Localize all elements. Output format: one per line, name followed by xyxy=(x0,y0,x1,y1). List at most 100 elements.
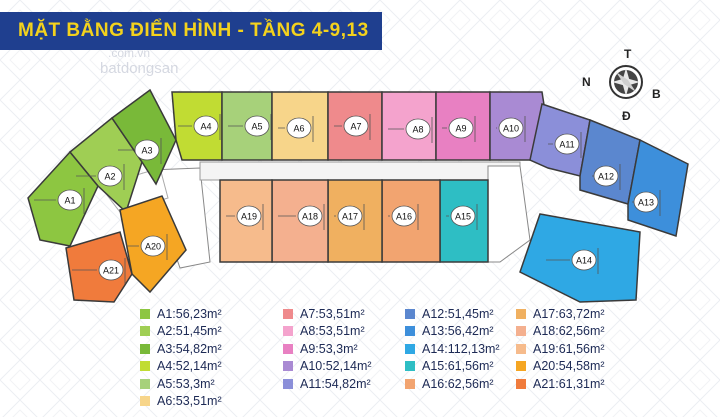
legend-label: A8:53,51m² xyxy=(300,324,365,339)
legend-item-a7: A7:53,51m² xyxy=(283,306,365,322)
unit-a13[interactable]: A13 xyxy=(627,138,689,237)
unit-label: A8 xyxy=(412,125,423,135)
legend-swatch xyxy=(140,326,150,337)
unit-walls xyxy=(34,188,85,214)
unit-label-badge xyxy=(450,205,476,227)
unit-label-badge xyxy=(244,115,270,137)
unit-label: A5 xyxy=(251,122,262,132)
unit-label-badge xyxy=(571,249,597,271)
legend-item-a1: A1:56,23m² xyxy=(140,306,222,322)
legend-label: A11:54,82m² xyxy=(300,376,371,391)
legend-label: A21:61,31m² xyxy=(533,376,605,391)
legend-swatch xyxy=(405,361,415,372)
legend-item-a3: A3:54,82m² xyxy=(140,341,222,357)
unit-label: A12 xyxy=(598,172,614,182)
title-banner: MẶT BẰNG ĐIỂN HÌNH - TẦNG 4-9,13 xyxy=(0,12,382,50)
legend-label: A20:54,58m² xyxy=(533,359,605,374)
legend-swatch xyxy=(283,378,293,389)
unit-a5[interactable]: A5 xyxy=(221,91,273,161)
legend-label: A15:61,56m² xyxy=(422,359,494,374)
legend-item-a2: A2:51,45m² xyxy=(140,323,222,339)
unit-label-badge xyxy=(554,133,580,155)
unit-a18[interactable]: A18 xyxy=(271,179,329,263)
unit-walls xyxy=(446,204,478,230)
legend-item-a6: A6:53,51m² xyxy=(140,393,222,409)
unit-a3[interactable]: A3 xyxy=(110,88,177,186)
unit-label-badge xyxy=(633,191,659,213)
legend-item-a15: A15:61,56m² xyxy=(405,358,494,374)
unit-label: A18 xyxy=(302,212,318,222)
unit-a11[interactable]: A11 xyxy=(529,103,591,177)
unit-label-badge xyxy=(391,205,417,227)
legend-label: A14:112,13m² xyxy=(422,341,500,356)
unit-walls xyxy=(496,116,526,142)
unit-walls xyxy=(334,114,371,140)
legend-swatch xyxy=(140,309,150,319)
legend-label: A1:56,23m² xyxy=(157,307,222,321)
unit-label-badge xyxy=(343,115,369,137)
unit-a8[interactable]: A8 xyxy=(381,91,437,161)
unit-a19[interactable]: A19 xyxy=(219,179,273,263)
legend-swatch xyxy=(516,326,526,337)
legend-item-a13: A13:56,42m² xyxy=(405,323,494,339)
unit-label: A13 xyxy=(638,198,654,208)
unit-label: A6 xyxy=(293,124,304,134)
unit-label: A2 xyxy=(104,172,115,182)
legend-label: A18:62,56m² xyxy=(533,324,605,339)
unit-label: A3 xyxy=(141,146,152,156)
unit-shape xyxy=(579,118,641,205)
unit-a7[interactable]: A7 xyxy=(327,91,383,161)
unit-walls xyxy=(334,204,365,230)
legend-item-a14: A14:112,13m² xyxy=(405,341,500,357)
unit-walls xyxy=(126,234,168,260)
unit-walls xyxy=(442,116,476,142)
unit-walls xyxy=(118,138,162,164)
unit-a14[interactable]: A14 xyxy=(519,213,641,303)
unit-a2[interactable]: A2 xyxy=(68,116,143,214)
legend-label: A19:61,56m² xyxy=(533,341,605,356)
unit-a9[interactable]: A9 xyxy=(435,91,491,161)
legend-swatch xyxy=(283,326,293,337)
unit-label-badge xyxy=(498,117,524,139)
unit-label-badge xyxy=(405,118,431,140)
legend-swatch xyxy=(516,378,526,389)
unit-a16[interactable]: A16 xyxy=(381,179,441,263)
page-title: MẶT BẰNG ĐIỂN HÌNH - TẦNG 4-9,13 xyxy=(18,20,369,41)
unit-a15[interactable]: A15 xyxy=(439,179,489,263)
unit-label-badge xyxy=(593,165,619,187)
unit-label: A4 xyxy=(200,122,211,132)
unit-a6[interactable]: A6 xyxy=(271,91,329,161)
compass-north: T xyxy=(624,47,632,61)
legend-swatch xyxy=(140,343,150,354)
unit-walls xyxy=(278,204,325,230)
unit-label-badge xyxy=(193,115,219,137)
unit-label: A7 xyxy=(350,122,361,132)
unit-walls xyxy=(72,258,126,284)
legend-label: A4:52,14m² xyxy=(157,359,222,374)
unit-shape xyxy=(627,138,689,237)
unit-walls xyxy=(546,248,599,274)
legend-swatch xyxy=(140,396,150,406)
unit-a20[interactable]: A20 xyxy=(119,195,187,294)
legend-item-a20: A20:54,58m² xyxy=(516,358,605,374)
legend-item-a16: A16:62,56m² xyxy=(405,376,494,392)
unit-label: A20 xyxy=(145,242,161,252)
unit-a1[interactable]: A1 xyxy=(27,150,99,247)
unit-a4[interactable]: A4 xyxy=(171,91,223,161)
unit-a21[interactable]: A21 xyxy=(65,231,133,303)
unit-label: A11 xyxy=(559,140,574,150)
legend-item-a17: A17:63,72m² xyxy=(516,306,605,322)
compass-west: N xyxy=(582,75,591,89)
unit-a17[interactable]: A17 xyxy=(327,179,383,263)
legend-item-a10: A10:52,14m² xyxy=(283,358,372,374)
unit-walls xyxy=(548,132,582,158)
unit-label: A21 xyxy=(103,266,119,276)
legend-item-a11: A11:54,82m² xyxy=(283,376,371,392)
compass-icon: T N B Đ xyxy=(582,47,661,122)
compass-south: Đ xyxy=(622,109,631,122)
unit-label: A14 xyxy=(576,256,592,266)
unit-label-badge xyxy=(448,117,474,139)
unit-a12[interactable]: A12 xyxy=(579,118,641,205)
core-area xyxy=(199,161,521,181)
